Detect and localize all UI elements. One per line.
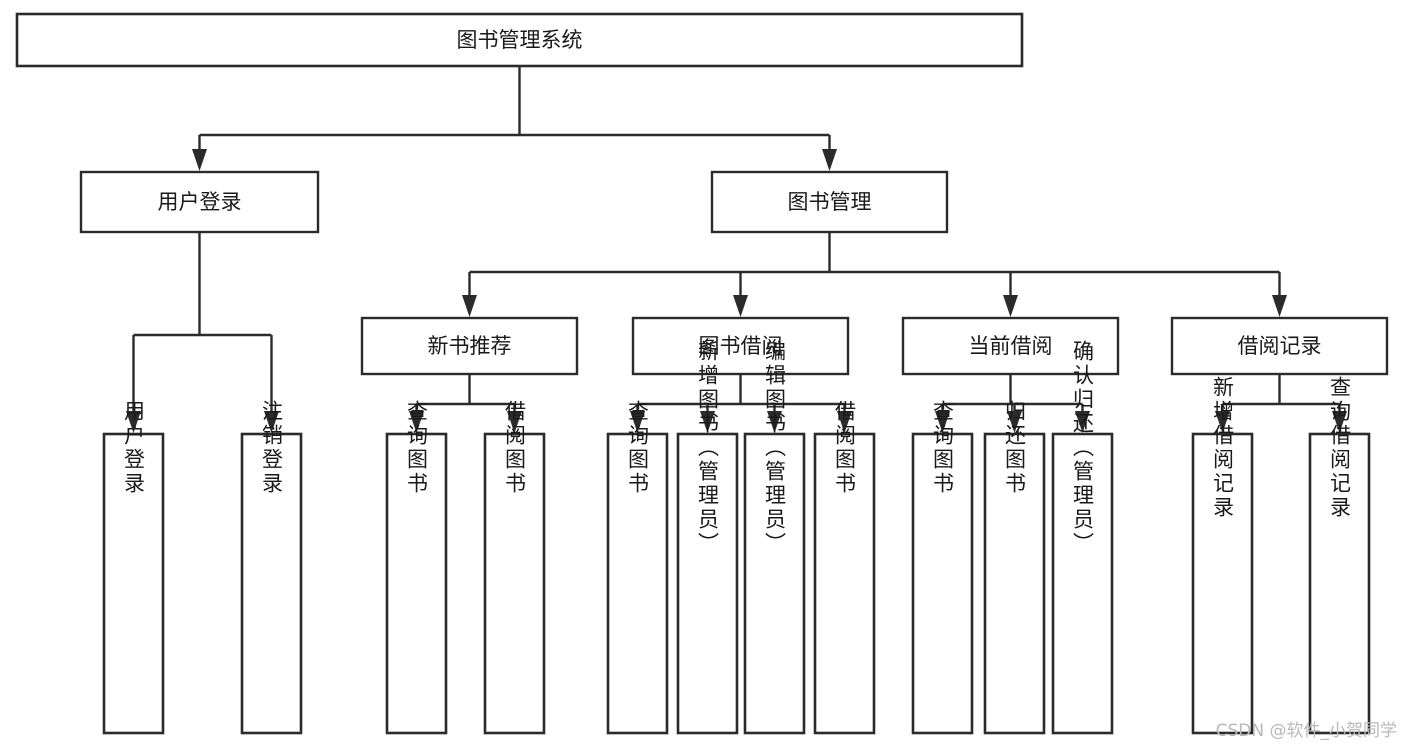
node-root-system-label: 图书管理系统 — [457, 28, 583, 52]
arrow-head-icon — [1332, 411, 1347, 433]
node-book-borrow-label: 图书借阅 — [699, 334, 783, 358]
arrow-head-icon — [935, 411, 950, 433]
leaf-recommend-borrow-book-rect — [483, 432, 546, 735]
leaf-borrow-query-book-label: 查询图书 — [626, 400, 650, 496]
leaf-recommend-query-book-rect — [385, 432, 448, 735]
leaf-records-add-rect — [1191, 432, 1254, 735]
node-book-borrow-rect — [631, 316, 850, 376]
leaf-borrow-edit-book-rect — [743, 432, 806, 735]
node-user-login-rect — [79, 170, 320, 234]
node-user-login[interactable]: 用户登录 — [79, 170, 320, 234]
leaf-borrow-borrow-book-label: 借阅图书 — [833, 400, 857, 496]
leaf-user-login-leaf-label: 用户登录 — [122, 400, 146, 496]
leaf-user-logout-leaf[interactable]: 注销登录 — [240, 400, 303, 735]
arrow-head-icon — [1075, 411, 1090, 433]
arrow-head-icon — [192, 149, 207, 171]
leaf-records-query-rect — [1308, 432, 1371, 735]
leaf-borrow-add-book[interactable]: 新增图书（管理员） — [676, 340, 739, 735]
node-root-system-rect — [15, 12, 1024, 68]
leaf-current-query-book[interactable]: 查询图书 — [911, 400, 974, 735]
arrow-head-icon — [822, 149, 837, 171]
leaf-current-return-book-rect — [983, 432, 1046, 735]
node-book-borrow[interactable]: 图书借阅 — [631, 316, 850, 376]
leaf-current-return-book[interactable]: 归还图书 — [983, 400, 1046, 735]
leaf-borrow-query-book[interactable]: 查询图书 — [606, 400, 669, 735]
node-borrow-records-rect — [1170, 316, 1389, 376]
leaf-records-query[interactable]: 查询借阅记录 — [1308, 376, 1371, 735]
leaf-records-add-label: 新增借阅记录 — [1211, 376, 1235, 520]
node-current-borrow-label: 当前借阅 — [969, 334, 1053, 358]
node-book-management-rect — [710, 170, 949, 234]
leaf-borrow-add-book-label: 新增图书（管理员） — [696, 340, 720, 556]
node-book-management[interactable]: 图书管理 — [710, 170, 949, 234]
node-book-management-label: 图书管理 — [788, 190, 872, 214]
node-new-book-recommend-rect — [360, 316, 579, 376]
leaf-current-confirm-return[interactable]: 确认归还（管理员） — [1051, 340, 1114, 735]
arrow-head-icon — [1007, 411, 1022, 433]
arrow-head-icon — [409, 411, 424, 433]
leaf-user-login-leaf-rect — [102, 432, 165, 735]
leaf-records-query-label: 查询借阅记录 — [1328, 376, 1352, 520]
arrow-head-icon — [767, 411, 782, 433]
connector-layer — [126, 66, 1347, 433]
leaf-borrow-edit-book-label: 编辑图书（管理员） — [763, 340, 787, 556]
arrow-head-icon — [733, 295, 748, 317]
node-borrow-records[interactable]: 借阅记录 — [1170, 316, 1389, 376]
leaf-recommend-borrow-book-label: 借阅图书 — [503, 400, 527, 496]
leaf-user-login-leaf[interactable]: 用户登录 — [102, 400, 165, 735]
leaf-recommend-query-book[interactable]: 查询图书 — [385, 400, 448, 735]
node-new-book-recommend-label: 新书推荐 — [428, 334, 512, 358]
arrow-head-icon — [126, 411, 141, 433]
leaf-current-confirm-return-rect — [1051, 432, 1114, 735]
arrow-head-icon — [1272, 295, 1287, 317]
node-borrow-records-label: 借阅记录 — [1238, 334, 1322, 358]
node-layer: 图书管理系统用户登录用户登录注销登录图书管理新书推荐查询图书借阅图书图书借阅查询… — [15, 12, 1389, 735]
leaf-borrow-borrow-book-rect — [813, 432, 876, 735]
arrow-head-icon — [462, 295, 477, 317]
leaf-borrow-edit-book[interactable]: 编辑图书（管理员） — [743, 340, 806, 735]
leaf-user-logout-leaf-rect — [240, 432, 303, 735]
arrow-head-icon — [264, 411, 279, 433]
arrow-head-icon — [837, 411, 852, 433]
arrow-head-icon — [1003, 295, 1018, 317]
leaf-borrow-query-book-rect — [606, 432, 669, 735]
leaf-user-logout-leaf-label: 注销登录 — [260, 400, 284, 496]
leaf-records-add[interactable]: 新增借阅记录 — [1191, 376, 1254, 735]
node-current-borrow-rect — [901, 316, 1120, 376]
arrow-head-icon — [1215, 411, 1230, 433]
leaf-current-query-book-label: 查询图书 — [931, 400, 955, 496]
node-new-book-recommend[interactable]: 新书推荐 — [360, 316, 579, 376]
node-user-login-label: 用户登录 — [158, 190, 242, 214]
arrow-head-icon — [700, 411, 715, 433]
arrow-head-icon — [507, 411, 522, 433]
node-current-borrow[interactable]: 当前借阅 — [901, 316, 1120, 376]
arrow-head-icon — [630, 411, 645, 433]
leaf-recommend-borrow-book[interactable]: 借阅图书 — [483, 400, 546, 735]
leaf-current-confirm-return-label: 确认归还（管理员） — [1071, 340, 1095, 556]
leaf-recommend-query-book-label: 查询图书 — [405, 400, 429, 496]
leaf-current-return-book-label: 归还图书 — [1003, 400, 1027, 496]
leaf-current-query-book-rect — [911, 432, 974, 735]
leaf-borrow-borrow-book[interactable]: 借阅图书 — [813, 400, 876, 735]
node-root-system[interactable]: 图书管理系统 — [15, 12, 1024, 68]
leaf-borrow-add-book-rect — [676, 432, 739, 735]
